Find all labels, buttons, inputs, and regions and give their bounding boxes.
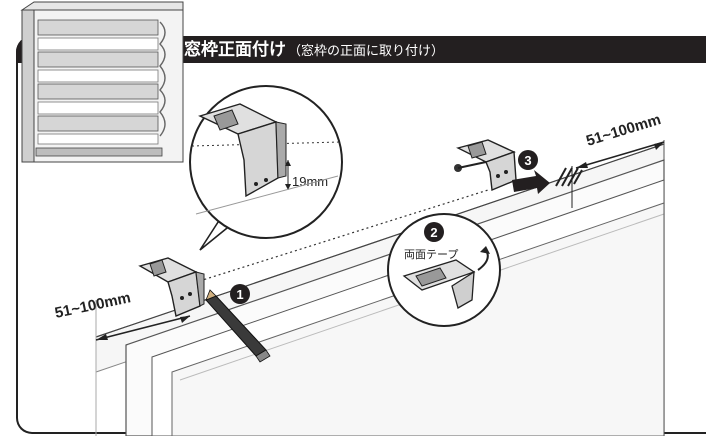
step-3-label: 3 xyxy=(524,153,531,168)
title-subtitle: （窓枠の正面に取り付け） xyxy=(288,44,445,59)
step-marker-1: 1 xyxy=(230,284,250,304)
pencil-icon xyxy=(205,289,271,363)
push-arrow-icon xyxy=(512,170,550,194)
dimension-label-right: 51~100mm xyxy=(584,111,663,150)
blind-illustration xyxy=(20,1,184,163)
bracket-height-label: 19mm xyxy=(292,174,328,189)
page-title: 窓枠正面付け（窓枠の正面に取り付け） xyxy=(184,38,444,62)
tape-label: 両面テープ xyxy=(404,248,458,261)
dimension-label-left: 51~100mm xyxy=(53,289,132,322)
step-1-label: 1 xyxy=(236,287,243,302)
step-marker-2: 2 xyxy=(424,222,444,242)
title-main: 窓枠正面付け xyxy=(184,40,286,60)
tape-callout: 両面テープ xyxy=(387,213,501,327)
step-marker-3: 3 xyxy=(518,150,538,170)
left-bracket xyxy=(138,257,205,317)
zoom-callout: 19mm xyxy=(189,85,343,251)
right-bracket xyxy=(454,139,517,192)
step-2-label: 2 xyxy=(430,225,437,240)
alignment-line xyxy=(189,189,489,285)
hatch-wall xyxy=(555,166,583,208)
